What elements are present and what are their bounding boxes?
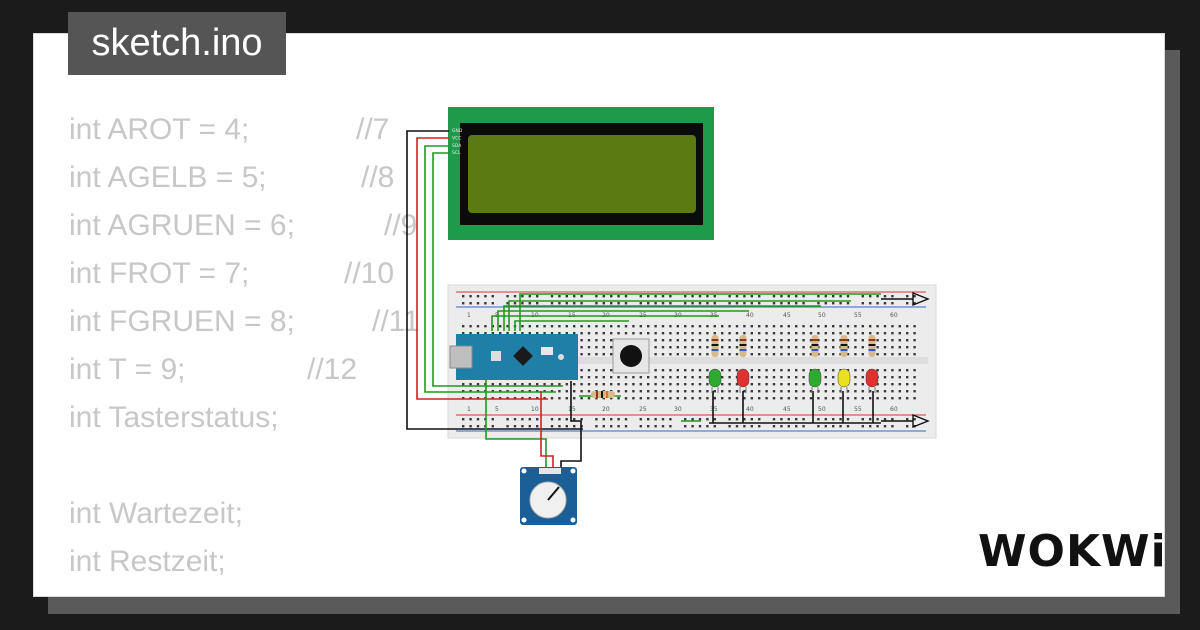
column-number: 40 <box>746 312 754 319</box>
column-number: 5 <box>495 406 499 413</box>
resistor <box>840 335 848 357</box>
led-row <box>708 335 879 393</box>
led-green-1 <box>708 368 722 393</box>
led-green-2 <box>808 368 822 393</box>
code-comment: //11 <box>372 305 420 338</box>
column-number: 10 <box>531 406 539 413</box>
code-line: int Tasterstatus; <box>69 401 279 434</box>
lcd-pin-label: SDA <box>452 143 462 149</box>
column-number: 25 <box>639 406 647 413</box>
column-number: 45 <box>783 406 791 413</box>
led-red-2 <box>865 368 879 393</box>
wires <box>406 130 881 469</box>
wokwi-logo: WOKWi <box>978 526 1167 577</box>
led-red-1 <box>736 368 750 393</box>
column-number: 50 <box>818 406 826 413</box>
column-number: 30 <box>674 406 682 413</box>
column-number: 45 <box>783 312 791 319</box>
code-comment: //8 <box>361 161 395 194</box>
circuit-diagram: 1155101015152020252530303535404045455050… <box>406 107 937 525</box>
file-tab[interactable]: sketch.ino <box>68 12 286 75</box>
column-number: 20 <box>602 406 610 413</box>
code-line: int AGELB = 5;//8 <box>69 154 394 202</box>
resistor <box>868 335 876 357</box>
code-line: int AROT = 4;//7 <box>69 106 389 154</box>
code-line: int T = 9;//12 <box>69 346 357 394</box>
column-number: 1 <box>467 312 471 319</box>
resistor-horizontal <box>591 391 615 398</box>
column-number: 60 <box>890 406 898 413</box>
lcd-pin-label: VCC <box>452 135 461 141</box>
pushbutton <box>612 338 650 374</box>
resistor <box>739 335 747 357</box>
code-line: int FROT = 7;//10 <box>69 250 394 298</box>
code-comment: //10 <box>344 257 395 290</box>
column-number: 60 <box>890 312 898 319</box>
code-line: int AGRUEN = 6;//9 <box>69 202 417 250</box>
column-number: 55 <box>854 312 862 319</box>
column-number: 55 <box>854 406 862 413</box>
code-line: int Wartezeit; <box>69 497 243 530</box>
column-number: 50 <box>818 312 826 319</box>
potentiometer <box>520 467 577 525</box>
code-comment: //7 <box>356 113 390 146</box>
lcd-pin-label: SCL <box>452 150 461 156</box>
column-number: 40 <box>746 406 754 413</box>
arduino-nano <box>449 334 578 380</box>
led-yellow <box>837 368 851 393</box>
column-number: 35 <box>710 406 718 413</box>
lcd-pin-label: GND <box>452 128 463 134</box>
resistor <box>711 335 719 357</box>
project-card: int AROT = 4;//7 int AGELB = 5;//8 int A… <box>33 33 1165 597</box>
column-number: 1 <box>467 406 471 413</box>
code-comment: //9 <box>384 209 418 242</box>
resistor <box>811 335 819 357</box>
code-line: int FGRUEN = 8;//11 <box>69 298 420 346</box>
code-comment: //12 <box>307 353 358 386</box>
column-number: 15 <box>568 406 576 413</box>
code-preview: int AROT = 4;//7 int AGELB = 5;//8 int A… <box>69 106 420 586</box>
code-line: int Restzeit; <box>69 545 226 578</box>
